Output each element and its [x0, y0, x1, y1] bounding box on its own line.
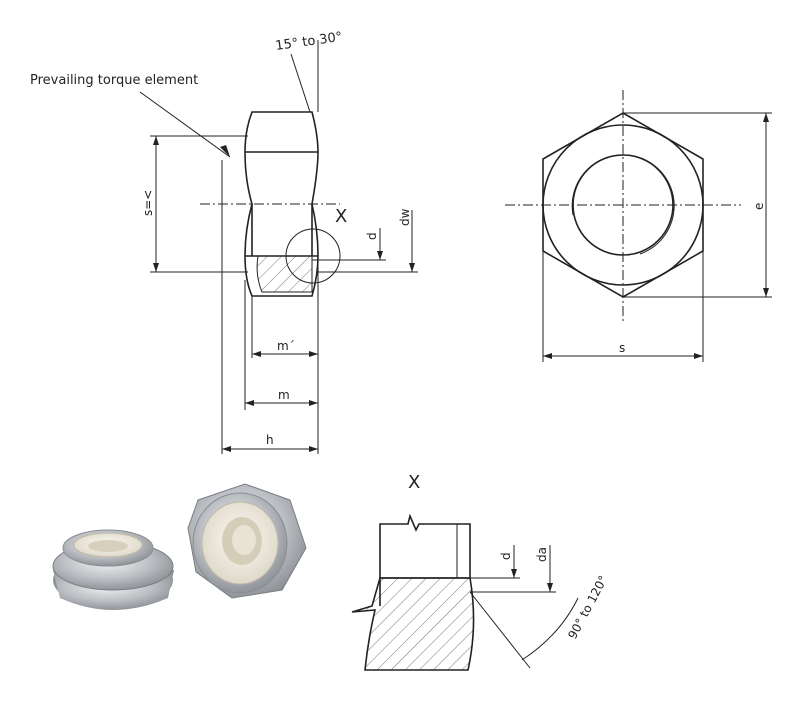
m-label: m — [278, 388, 290, 402]
detail-x-view: X d da 90° to 120° — [351, 472, 610, 671]
dw-label: dw — [398, 208, 412, 226]
detail-x-label: X — [335, 206, 347, 227]
s-label: s — [619, 341, 625, 355]
e-label: e — [752, 203, 766, 210]
prevailing-torque-label: Prevailing torque element — [30, 73, 198, 88]
nylon-lock-nut-photo — [52, 483, 307, 610]
detail-d-label: d — [499, 552, 513, 560]
da-label: da — [535, 547, 549, 562]
detail-x-title: X — [408, 472, 420, 493]
m-prime-label: m´ — [277, 339, 295, 353]
angle-top-label: 15° to 30° — [274, 30, 343, 54]
d-label: d — [365, 232, 379, 240]
side-view: X Prevailing torque element 15° to 30° s… — [30, 30, 418, 454]
front-view: e s — [505, 90, 772, 362]
h-label: h — [266, 433, 274, 447]
s-max-label: s=< — [141, 190, 155, 216]
detail-angle-label: 90° to 120° — [565, 573, 610, 641]
